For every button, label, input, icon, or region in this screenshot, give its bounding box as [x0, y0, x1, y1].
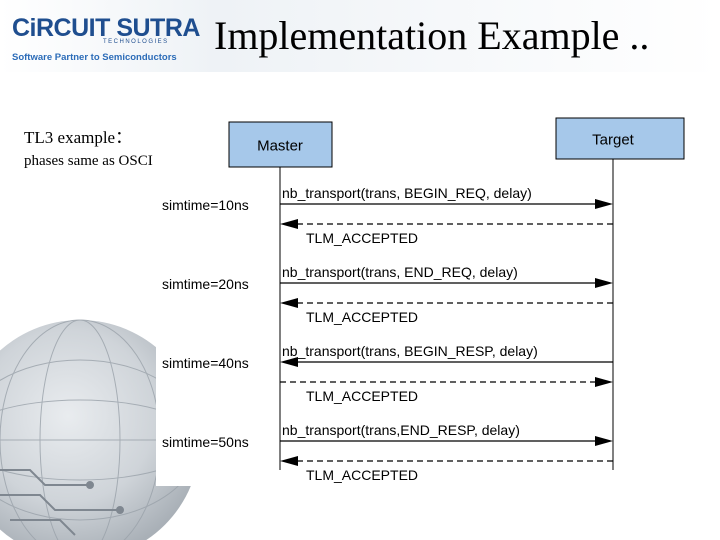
logo-brand: CiRCUIT SUTRA	[12, 14, 200, 42]
call-label: nb_transport(trans, END_REQ, delay)	[282, 264, 518, 280]
lifeline-label-master: Master	[257, 138, 303, 155]
slide-title: Implementation Example ..	[214, 13, 650, 58]
reply-label: TLM_ACCEPTED	[306, 467, 418, 483]
call-arrow-head	[595, 436, 613, 446]
time-label: simtime=20ns	[162, 276, 249, 292]
call-label: nb_transport(trans, BEGIN_REQ, delay)	[282, 185, 532, 201]
sequence-diagram: Master Target simtime=10ns nb_transport(tra…	[156, 114, 720, 486]
reply-label: TLM_ACCEPTED	[306, 309, 418, 325]
logo-tagline: Software Partner to Semiconductors	[12, 52, 177, 63]
call-arrow-head	[595, 278, 613, 288]
bullet-heading: TL3 example：	[24, 128, 133, 147]
reply-arrow-head	[280, 219, 298, 229]
reply-label: TLM_ACCEPTED	[306, 230, 418, 246]
time-label: simtime=50ns	[162, 434, 249, 450]
company-logo: CiRCUIT SUTRA TECHNOLOGIES Software Part…	[8, 6, 200, 64]
call-label: nb_transport(trans, BEGIN_RESP, delay)	[282, 343, 538, 359]
time-label: simtime=40ns	[162, 355, 249, 371]
lifeline-box-target	[555, 117, 685, 160]
sequence-diagram-canvas: Master Target simtime=10ns nb_transport(tra…	[162, 117, 685, 483]
reply-label: TLM_ACCEPTED	[306, 388, 418, 404]
reply-arrow-head	[280, 456, 298, 466]
bullet-text: TL3 example： phases same as OSCI BP	[24, 128, 194, 172]
logo-sub: TECHNOLOGIES	[103, 39, 169, 45]
call-label: nb_transport(trans,END_RESP, delay)	[282, 422, 520, 438]
reply-arrow-head	[280, 298, 298, 308]
lifeline-label-target: Target	[592, 132, 635, 149]
reply-arrow-head	[595, 377, 613, 387]
lifeline-box-master	[228, 121, 333, 168]
call-arrow-head	[595, 199, 613, 209]
bullet-body: phases same as OSCI BP	[24, 153, 175, 170]
time-label: simtime=10ns	[162, 197, 249, 213]
call-arrow-head	[280, 357, 298, 367]
